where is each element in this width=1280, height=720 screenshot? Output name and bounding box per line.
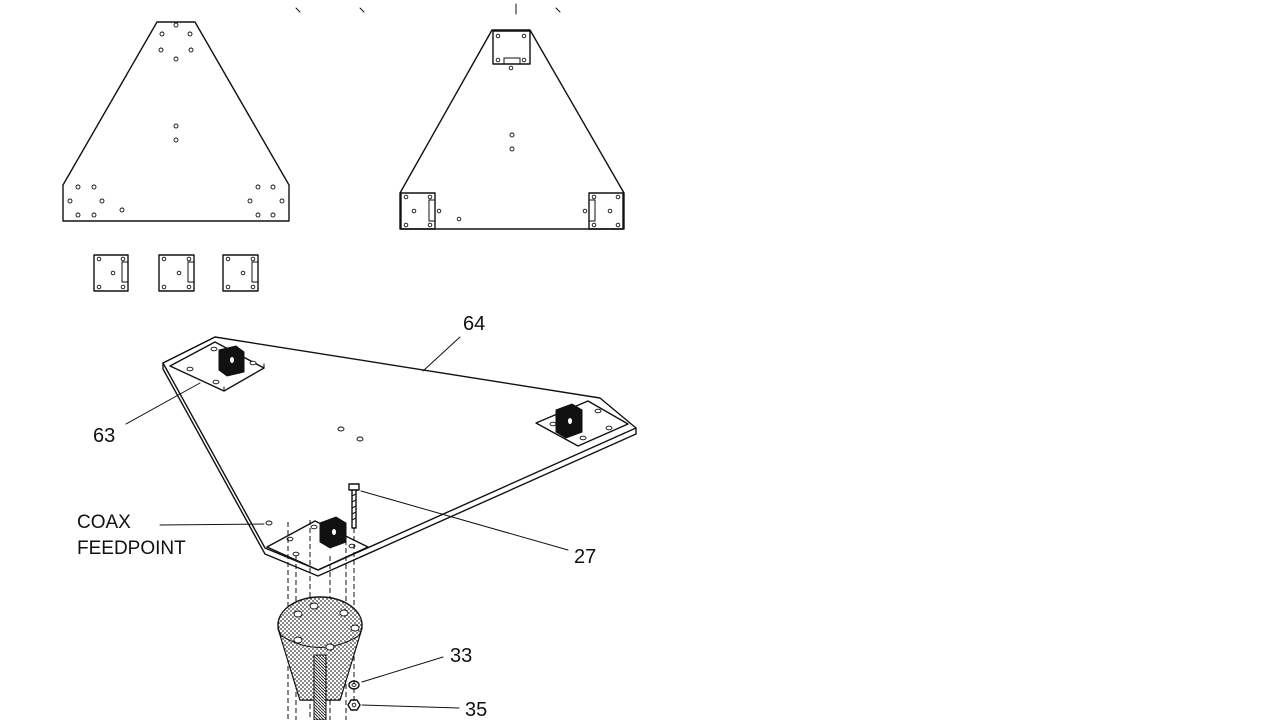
callout-64: 64 <box>463 313 485 335</box>
bracket-1 <box>93 254 129 292</box>
bolt-27 <box>348 483 360 529</box>
coax-label-line1: COAX <box>77 512 131 533</box>
bracketed-triangle-plate <box>399 29 625 230</box>
washer-33 <box>348 680 360 690</box>
mast-mount <box>277 596 363 720</box>
plate-hole-pattern <box>67 22 285 218</box>
corner-bracket-right <box>535 400 629 447</box>
left-bracket <box>400 192 462 230</box>
corner-bracket-left <box>169 341 265 392</box>
leader-lines <box>125 336 569 709</box>
cropped-header-fragment <box>295 3 561 15</box>
callout-33: 33 <box>450 645 472 667</box>
callout-63: 63 <box>93 425 115 447</box>
bracket-3 <box>222 254 259 292</box>
callout-35: 35 <box>465 699 487 720</box>
plain-triangle-plate <box>62 21 290 222</box>
coax-label-line2: FEEDPOINT <box>77 538 186 559</box>
right-bracket <box>582 192 624 230</box>
corner-bracket-bottom <box>266 516 369 571</box>
bracket-2 <box>158 254 195 292</box>
top-bracket <box>492 30 531 71</box>
callout-27: 27 <box>574 546 596 568</box>
nut-35 <box>347 699 361 711</box>
